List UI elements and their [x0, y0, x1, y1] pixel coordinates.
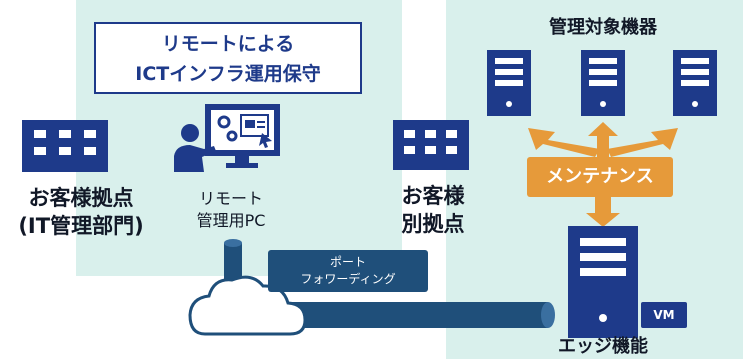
service-title-box: リモートによる ICTインフラ運用保守 — [94, 22, 362, 94]
pipe-horizontal — [272, 302, 555, 328]
customer-branch-line2: 別拠点 — [401, 212, 465, 236]
customer-branch-label: お客様 別拠点 — [390, 182, 476, 238]
remote-pc-label: リモート 管理用PC — [176, 188, 286, 232]
managed-devices-label: 管理対象機器 — [549, 17, 657, 38]
managed-server-icon-2 — [581, 50, 625, 116]
managed-server-icon-1 — [487, 50, 531, 116]
hq-building-icon — [22, 120, 108, 172]
branch-building-icon — [393, 120, 469, 170]
service-title-line1: リモートによる — [161, 33, 295, 55]
remote-pc-line2: 管理用PC — [196, 211, 266, 230]
edge-server-icon — [568, 226, 638, 338]
customer-branch-line1: お客様 — [401, 184, 465, 208]
port-forwarding-line1: ポート — [329, 255, 366, 269]
customer-hq-line1: お客様拠点 — [28, 186, 134, 210]
vm-badge: VM — [641, 302, 687, 328]
port-forwarding-line2: フォワーディング — [300, 272, 396, 286]
maintenance-banner: メンテナンス — [527, 157, 673, 197]
managed-server-icon-3 — [673, 50, 717, 116]
remote-admin-pc-icon — [174, 104, 280, 172]
port-forwarding-box: ポート フォワーディング — [268, 250, 428, 292]
service-title-line2: ICTインフラ運用保守 — [135, 63, 321, 85]
arrow-to-server-3 — [607, 128, 678, 157]
arrow-to-server-1 — [528, 128, 600, 157]
remote-pc-line1: リモート — [198, 189, 263, 208]
maintenance-arrows — [528, 122, 678, 227]
arrow-to-edge — [586, 197, 620, 227]
customer-hq-label: お客様拠点 (IT管理部門) — [8, 184, 154, 240]
customer-hq-line2: (IT管理部門) — [18, 214, 144, 238]
edge-function-label: エッジ機能 — [558, 336, 648, 357]
